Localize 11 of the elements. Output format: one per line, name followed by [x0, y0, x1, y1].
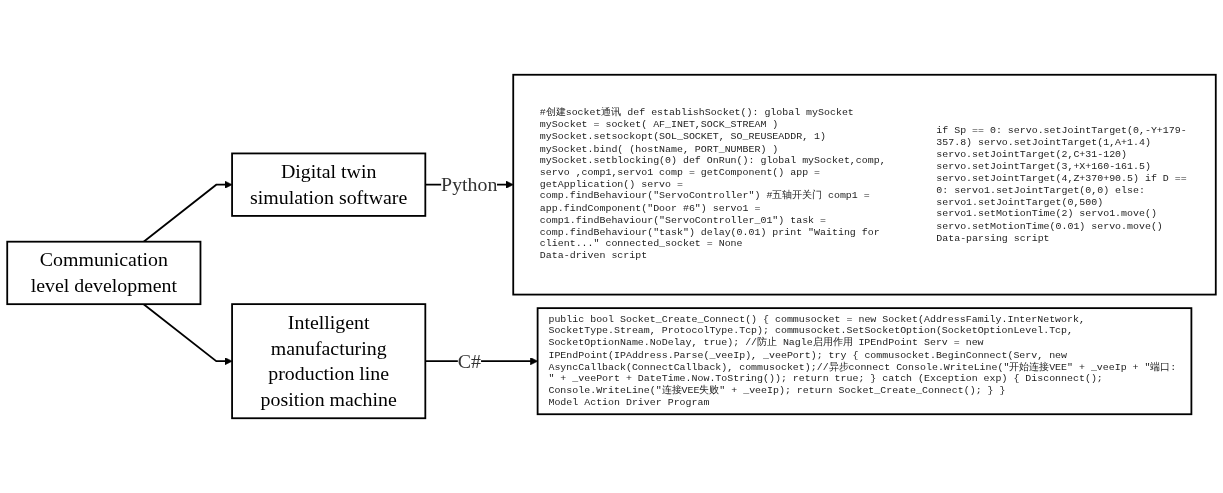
arrow: [142, 303, 233, 366]
node-box: Digital twin simulation software: [231, 152, 427, 217]
node-text: #创建socket通讯 def establishSocket(): global mySocket mySocket = socket( AF_INET,SOCK_STREAM ) mySocket.setsockopt(SOL_SOCKET, SO_REUSEADDR, 1) mySocket.bind( (hostName, PORT_NUMBER) ) mySocket.setblocking(0) def OnRun(): global mySocket,comp, servo ,comp1,servo1 comp = getComponent() app = getApplication() servo = comp.findBehaviour("ServoController") #五轴开关门 comp1 = app.findComponent("Door #6") servo1 = comp1.findBehaviour("ServoController_01") task = comp.findBehaviour("task") delay(0.01) print "Waiting for client..." connected_socket = None Data-driven script: [539, 107, 886, 261]
cluster: [512, 73, 1217, 296]
node-box: Communication level development: [6, 240, 202, 306]
arrow: [142, 180, 233, 243]
node-box: Intelligent manufacturing production line position machine: [231, 303, 427, 420]
edge-label: C#: [457, 349, 481, 373]
edge-label: Python: [441, 173, 498, 196]
node-text: if Sp == 0: servo.setJointTarget(0,-Y+179-357.8) servo.setJointTarget(1,A+1.4) servo.setJointTarget(2,C+31-120) servo.setJointTarget(3,+X+160-161.5) servo.setJointTarget(4,Z+370+90.5) if D == 0: servo1.setJointTarget(0,0) else: servo1.setJointTarget(0,500) servo1.setMotionTime(2) servo1.move() servo.setMotionTime(0.01) servo.move() Data-parsing script: [936, 125, 1187, 244]
node-box: public bool Socket_Create_Connect() { commusocket = new Socket(AddressFamily.InterNetwork, SocketType.Stream, ProtocolType.Tcp); commusocket.SetSocketOption(SocketOptionLevel.Tcp, SocketOptionName.NoDelay, true); //防止 Nagle启用作用 IPEndPoint Serv = new IPEndPoint(IPAddress.Parse(_veeIp), _veePort); try { commusocket.BeginConnect(Serv, new AsyncCallback(ConnectCallback), commusocket);//异步connect Console.WriteLine("开始连接VEE" + _veeIp + "端口: " + _veePort + DateTime.Now.ToString()); return true; } catch (Exception exp) { Disconnect(); Console.WriteLine("连接VEE失败" + _veeIp); return Socket_Create_Connect(); } } Model Action Driver Program: [536, 307, 1193, 416]
